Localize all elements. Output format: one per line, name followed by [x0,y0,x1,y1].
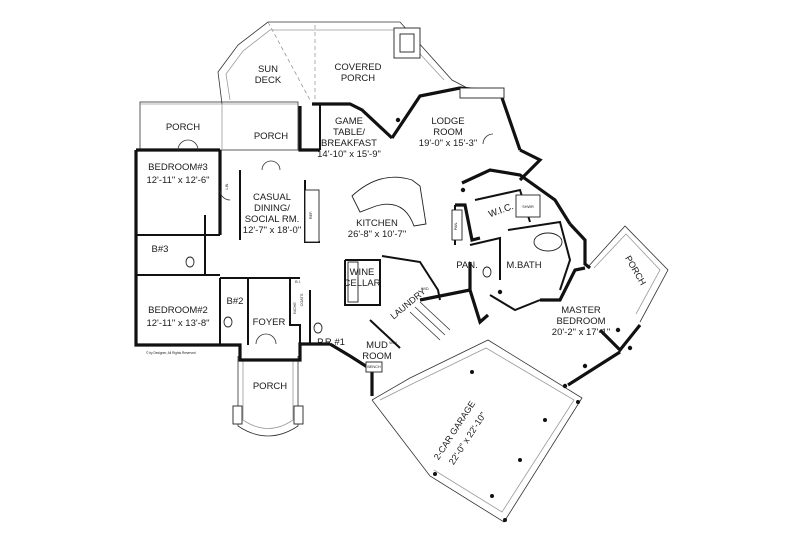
porch-left-label: PORCH [166,122,200,133]
game-table-dims: 14'-10" x 15'-9" [317,149,381,160]
wic-label: W.I.C. [487,201,515,220]
ref-label: REF. [309,211,313,219]
bedroom3-label: BEDROOM#3 [148,162,208,173]
master-bedroom-label-2: BEDROOM [556,316,605,327]
fixtures [177,27,633,522]
pr1-label: P.R.#1 [317,337,345,348]
covered-porch-label-1: COVERED [335,62,382,73]
copyright-text: © by Designer, All Rights Reserved [146,351,196,355]
coats-label: COATS [300,293,304,306]
bedroom2-label: BEDROOM#2 [148,305,208,316]
pantry-small-label: PAN. [454,222,458,231]
bi-label: B.I. [295,280,301,284]
game-table-label-3: BREAKFAST [321,138,377,149]
b3-label: B#3 [152,244,169,255]
mud-room-label-2: ROOM [362,351,392,362]
wine-cellar-label-1: WINE [350,267,375,278]
wine-cellar-label-2: CELLAR [344,278,381,289]
sun-deck-label-1: SUN [258,64,278,75]
bedroom2-dims: 12'-11" x 13'-8" [146,318,209,329]
mbath-label: M.BATH [506,260,541,271]
master-bedroom-dims: 20'-2" x 17'-1" [552,327,610,338]
niche-label: NICHE [293,302,297,314]
master-bedroom-label-1: MASTER [561,305,601,316]
covered-porch-label-2: PORCH [341,73,375,84]
small-labels: REF. PAN. LIN. COATS NICHE BENCH W/H W/D… [146,183,534,369]
porch-right-label: PORCH [623,254,648,287]
wd-label: W/D [421,287,429,291]
shwr-label: SHWR [522,205,534,209]
sun-deck-label-2: DECK [255,75,282,86]
mud-room-label-1: MUD [366,340,388,351]
porch-center-label: PORCH [254,131,288,142]
casual-dining-label-1: CASUAL [253,192,291,203]
casual-dining-label-3: SOCIAL RM. [245,214,300,225]
foyer-label: FOYER [253,317,286,328]
lodge-room-label-1: LODGE [431,116,464,127]
game-table-label-1: GAME [335,116,363,127]
bedroom3-dims: 12'-11" x 12'-6" [146,175,209,186]
pan-label: PAN. [456,260,477,271]
b2-label: B#2 [227,296,244,307]
porch-front-label: PORCH [253,381,287,392]
lodge-room-dims: 19'-0" x 15'-3" [419,138,477,149]
lodge-room-label-2: ROOM [433,127,463,138]
outdoor-outlines [139,21,669,523]
kitchen-dims: 26'-8" x 10'-7" [348,229,406,240]
kitchen-label: KITCHEN [356,218,398,229]
linen-label: LIN. [225,183,229,190]
casual-dining-dims: 12'-7" x 18'-0" [243,225,301,236]
bench-label: BENCH [367,365,381,369]
casual-dining-label-2: DINING/ [254,203,290,214]
game-table-label-2: TABLE/ [333,127,365,138]
wh-label: W/H [389,341,397,345]
